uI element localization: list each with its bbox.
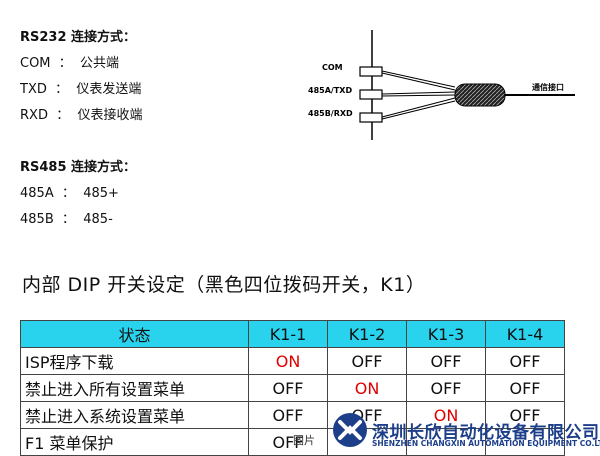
cable-shield-icon	[454, 83, 506, 107]
cell-value: OFF	[406, 374, 486, 402]
table-row: 禁止进入系统设置菜单 OFF OFF ON OFF	[20, 401, 565, 429]
dip-heading: 内部 DIP 开关设定（黑色四位拨码开关，K1）	[22, 274, 426, 296]
cell-value: ON	[248, 347, 328, 375]
watermark-pic-label: 图片	[293, 434, 315, 447]
cell-value: OFF	[327, 347, 407, 375]
rs485-title: RS485 连接方式：	[20, 160, 137, 175]
port-label: 通信接口	[532, 82, 564, 92]
cell-value: OFF	[406, 347, 486, 375]
header-status: 状态	[20, 320, 249, 348]
terminal-com-label: COM	[322, 63, 343, 72]
terminal-txd-label: 485A/TXD	[308, 86, 352, 95]
table-row: ISP程序下载 ON OFF OFF OFF	[20, 347, 565, 375]
changxin-logo-icon	[333, 413, 367, 447]
cell-value: OFF	[248, 401, 328, 429]
row-name: F1 菜单保护	[20, 428, 249, 456]
watermark-company-en: SHENZHEN CHANGXIN AUTOMATION EQUIPMENT C…	[372, 439, 600, 448]
cell-value: OFF	[485, 347, 565, 375]
terminal-rxd-box	[359, 112, 383, 123]
rs485-a-row: 485A ： 485+	[20, 186, 119, 201]
row-name: ISP程序下载	[20, 347, 249, 375]
watermark-company-cn: 深圳长欣自动化设备有限公司	[372, 423, 600, 443]
rs485-b-row: 485B ： 485-	[20, 212, 113, 227]
terminal-rxd-label: 485B/RXD	[308, 109, 353, 118]
wiring-diagram: COM 485A/TXD 485B/RXD 通信接口	[308, 30, 575, 140]
cell-value: ON	[327, 374, 407, 402]
cell-value: OFF	[485, 374, 565, 402]
terminal-txd-box	[359, 89, 383, 100]
rs232-txd-row: TXD ： 仪表发送端	[20, 82, 142, 97]
cell-value: OFF	[248, 374, 328, 402]
row-name: 禁止进入所有设置菜单	[20, 374, 249, 402]
header-k1-4: K1-4	[485, 320, 565, 348]
table-row: 禁止进入所有设置菜单 OFF ON OFF OFF	[20, 374, 565, 402]
header-k1-1: K1-1	[248, 320, 328, 348]
rs232-rxd-row: RXD ： 仪表接收端	[20, 108, 143, 123]
table-header-row: 状态 K1-1 K1-2 K1-3 K1-4	[20, 320, 565, 348]
wires	[381, 70, 456, 120]
rs232-com-row: COM ： 公共端	[20, 56, 120, 71]
cell-value: OFF	[248, 428, 328, 456]
terminal-com-box	[359, 66, 383, 77]
cell-value: ON	[406, 401, 486, 429]
header-k1-2: K1-2	[327, 320, 407, 348]
rs232-title: RS232 连接方式：	[20, 30, 137, 45]
header-k1-3: K1-3	[406, 320, 486, 348]
row-name: 禁止进入系统设置菜单	[20, 401, 249, 429]
